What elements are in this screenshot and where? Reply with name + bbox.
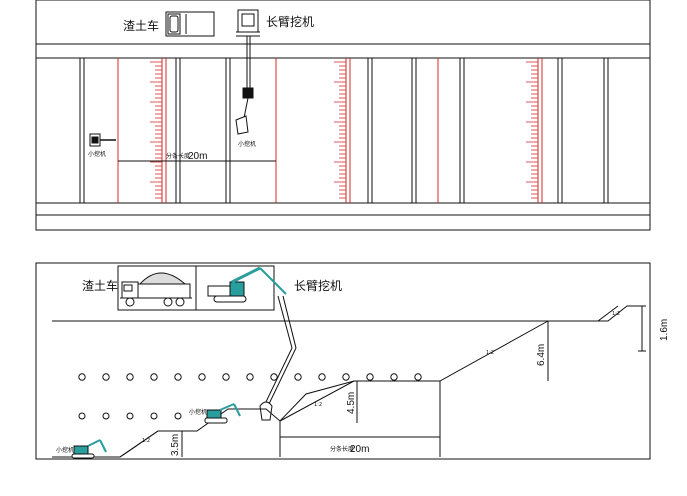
plan-excavator-label: 长臂挖机 xyxy=(266,14,314,29)
pile-circle xyxy=(342,373,350,381)
pile-circle xyxy=(78,412,86,420)
pile-circle xyxy=(294,373,302,381)
plan-view: 渣土车 长臂挖机 小挖机 小挖机 分条长度 20m xyxy=(35,0,651,231)
pile-circle xyxy=(222,373,230,381)
section-excavator-label: 长臂挖机 xyxy=(294,278,342,293)
plan-truck-icon xyxy=(165,11,215,37)
plan-red-ladder xyxy=(334,58,351,203)
section-depth-2: 6.4m xyxy=(536,344,547,366)
section-dimensions xyxy=(181,305,646,457)
section-depth-3: 4.5m xyxy=(346,392,357,414)
pile-circle xyxy=(366,373,374,381)
pile-circle xyxy=(150,412,158,420)
plan-frame xyxy=(35,0,651,231)
section-frame xyxy=(35,262,651,460)
plan-small-excavator-label-2: 小挖机 xyxy=(238,140,256,148)
section-span-value: 20m xyxy=(350,444,369,455)
section-small-excavator-icon xyxy=(204,403,241,424)
plan-long-excavator-icon xyxy=(235,9,260,135)
section-excavator-box xyxy=(195,265,275,311)
plan-span-value: 20m xyxy=(188,151,207,162)
pile-circle xyxy=(102,373,110,381)
section-truck-icon xyxy=(120,272,192,307)
pile-circle xyxy=(102,412,110,420)
plan-red-ladders xyxy=(150,58,543,203)
pile-circle xyxy=(270,373,278,381)
section-view: 渣土车 长臂挖机 1:2 1:2 1:2 1:2 xyxy=(35,262,670,460)
section-truck-label: 渣土车 xyxy=(82,278,118,293)
pile-circle xyxy=(318,373,326,381)
section-piles xyxy=(78,373,422,420)
plan-truck-label: 渣土车 xyxy=(123,18,159,33)
pile-circle xyxy=(198,373,206,381)
section-ground-line xyxy=(52,305,642,322)
section-slope-ratio-2: 1:2 xyxy=(314,402,322,408)
section-span-prefix: 分条长度 xyxy=(330,445,354,453)
section-long-excavator-icon xyxy=(207,266,287,303)
plan-span-prefix: 分条长度 xyxy=(166,152,190,160)
pile-circle xyxy=(174,373,182,381)
section-depth-1: 1.6m xyxy=(659,319,670,341)
section-slope-ratio-1: 1:2 xyxy=(142,438,150,444)
pile-circle xyxy=(390,373,398,381)
pile-circle xyxy=(126,373,134,381)
pile-circle xyxy=(78,373,86,381)
section-bench-slope xyxy=(279,380,355,422)
pile-circle xyxy=(414,373,422,381)
section-small-excavator-label: 小挖机 xyxy=(189,408,207,416)
section-depth-4: 3.5m xyxy=(170,434,181,456)
plan-red-ladder xyxy=(526,58,543,203)
section-long-arm xyxy=(259,295,297,421)
section-small-excavator-label-2: 小挖机 xyxy=(56,446,74,454)
plan-strip-lines xyxy=(79,58,609,203)
section-slope-ratio-3: 1:2 xyxy=(486,350,494,356)
pile-circle xyxy=(246,373,254,381)
plan-red-ladder xyxy=(150,58,167,203)
pile-circle xyxy=(150,373,158,381)
plan-red-lines xyxy=(117,58,439,203)
section-small-excavator-icon-2 xyxy=(71,439,107,459)
section-slope-ratio: 1:2 xyxy=(612,311,620,317)
plan-small-excavator-icon xyxy=(89,133,116,147)
pile-circle xyxy=(174,412,182,420)
plan-small-excavator-label: 小挖机 xyxy=(88,150,106,158)
section-ground-slope xyxy=(597,305,619,322)
pile-circle xyxy=(126,412,134,420)
